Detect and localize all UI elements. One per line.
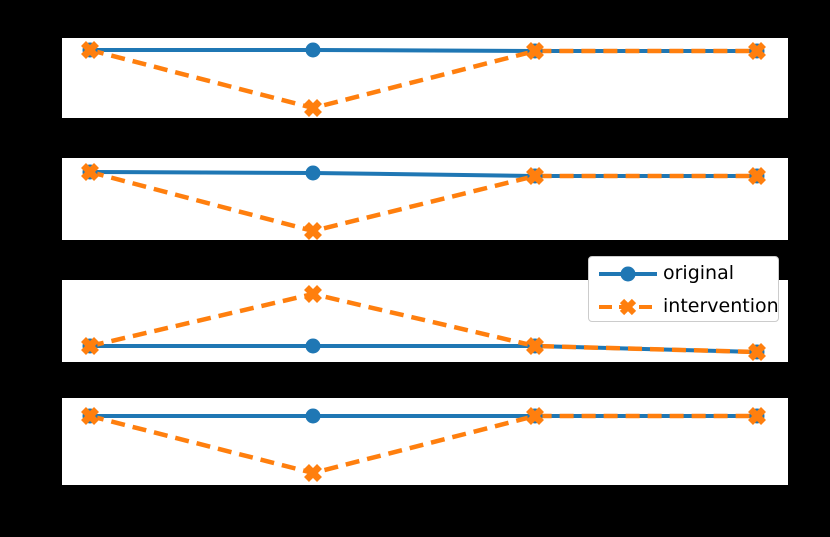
legend-key-original-icon bbox=[597, 259, 659, 289]
legend-label-original: original bbox=[663, 262, 735, 284]
legend-entry-intervention: intervention bbox=[589, 290, 779, 323]
chart-panel-4 bbox=[62, 398, 788, 485]
chart-legend: original intervention bbox=[588, 256, 779, 322]
legend-entry-original: original bbox=[589, 257, 778, 290]
legend-label-intervention: intervention bbox=[663, 295, 779, 317]
legend-key-intervention-icon bbox=[597, 292, 659, 322]
chart-panel-2 bbox=[62, 158, 788, 240]
chart-panel-1 bbox=[62, 38, 788, 118]
